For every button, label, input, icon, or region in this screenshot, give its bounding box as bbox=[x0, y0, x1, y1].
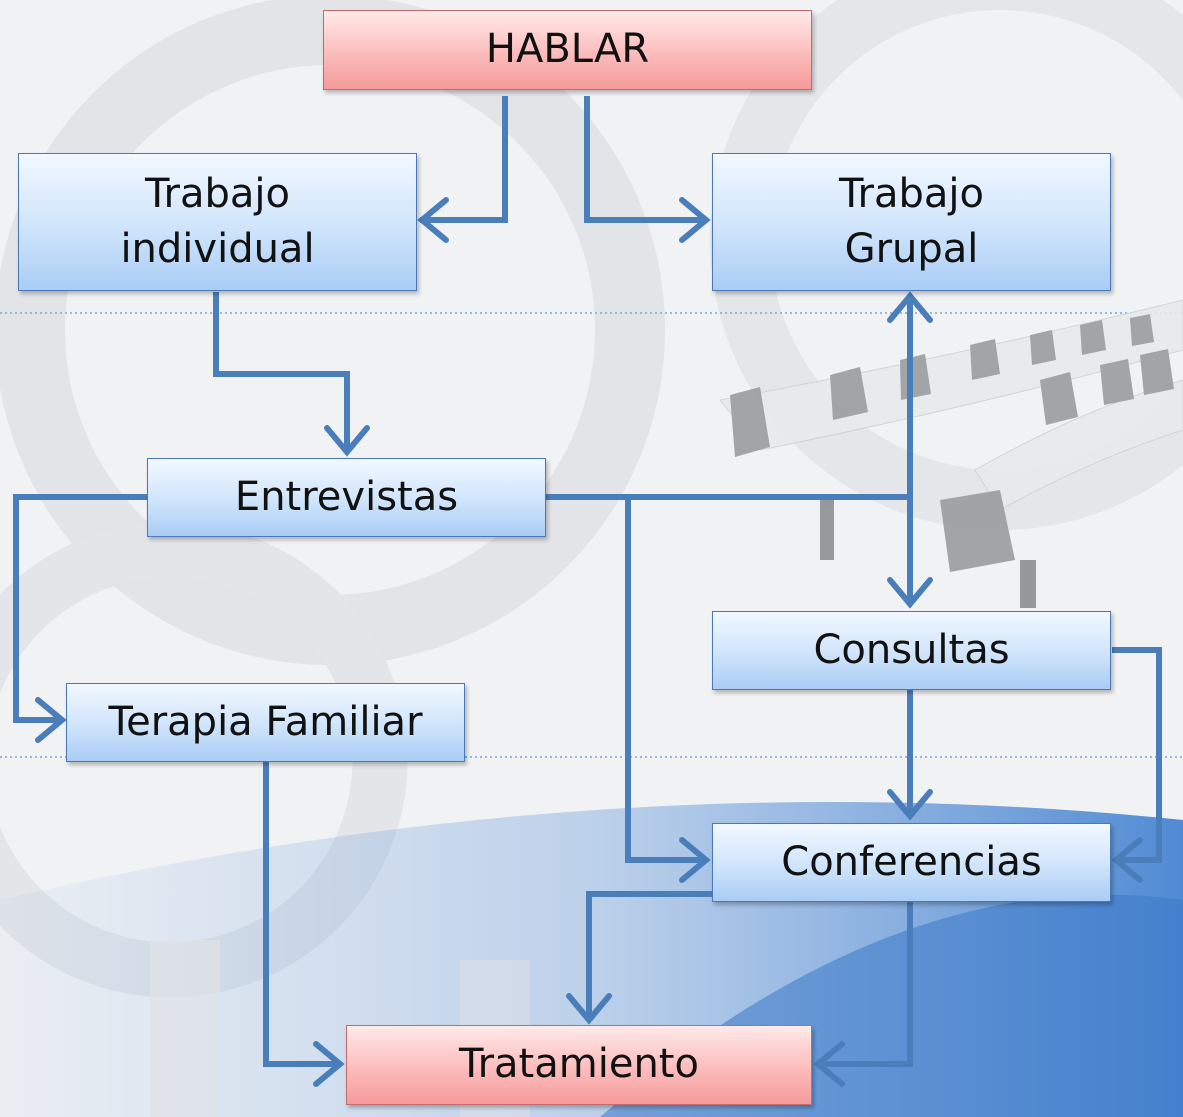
node-trabajo-individual: Trabajo individual bbox=[18, 153, 417, 291]
arrow-conferencias-to-tratamiento-right bbox=[818, 902, 913, 1067]
node-consultas: Consultas bbox=[712, 611, 1111, 690]
node-terapia-familiar: Terapia Familiar bbox=[66, 683, 465, 762]
node-conferencias: Conferencias bbox=[712, 823, 1111, 902]
arrow-entrevistas-to-conferencias bbox=[625, 497, 706, 863]
arrow-consultas-loop-conferencias bbox=[1112, 647, 1162, 863]
conference-room-image bbox=[719, 299, 1183, 608]
arrow-entrevistas-to-terapia bbox=[13, 494, 148, 723]
node-hablar: HABLAR bbox=[323, 10, 812, 90]
arrow-conferencias-to-tratamiento-left bbox=[586, 891, 714, 1020]
arrow-individual-to-entrevistas bbox=[213, 292, 350, 452]
arrow-hablar-to-individual bbox=[420, 96, 508, 223]
node-trabajo-grupal: Trabajo Grupal bbox=[712, 153, 1111, 291]
node-tratamiento: Tratamiento bbox=[346, 1025, 812, 1105]
node-entrevistas: Entrevistas bbox=[147, 458, 546, 537]
arrow-terapia-to-tratamiento bbox=[263, 762, 340, 1067]
arrow-hablar-to-grupal bbox=[584, 96, 706, 223]
